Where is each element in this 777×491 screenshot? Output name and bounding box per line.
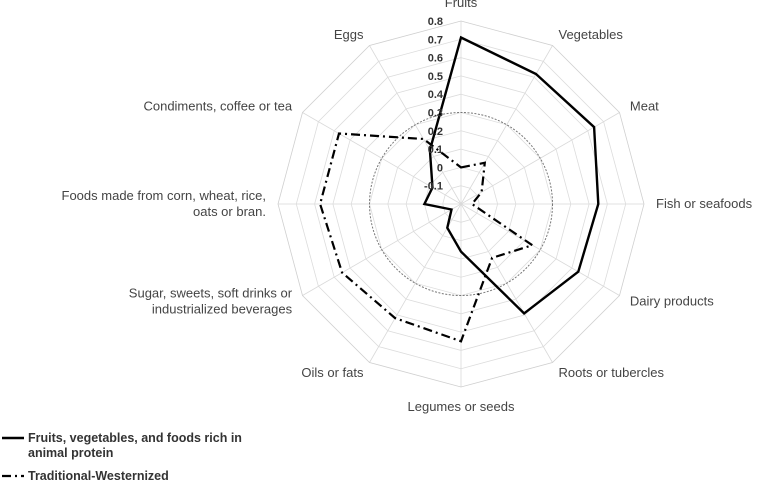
category-label: Roots or tubercles bbox=[559, 365, 665, 380]
grid-ring bbox=[314, 57, 608, 351]
grid-ring bbox=[350, 93, 572, 315]
category-label: Oils or fats bbox=[301, 365, 364, 380]
reference-circle bbox=[369, 112, 553, 296]
grid-ring bbox=[332, 75, 590, 333]
tick-label: 0.3 bbox=[428, 108, 443, 120]
grid-layer bbox=[277, 20, 645, 388]
category-label: Foods made from corn, wheat, rice,oats o… bbox=[62, 188, 266, 219]
grid-ring bbox=[277, 20, 645, 388]
grid-ring bbox=[405, 148, 517, 260]
tick-label: 0.7 bbox=[428, 34, 443, 46]
tick-label: 0.1 bbox=[428, 144, 443, 156]
category-label: Vegetables bbox=[559, 27, 624, 42]
grid-ring bbox=[387, 130, 535, 278]
tick-label: 0.4 bbox=[428, 89, 444, 101]
series-line-1 bbox=[422, 35, 600, 315]
grid-ring bbox=[423, 166, 499, 242]
category-label: Legumes or seeds bbox=[408, 399, 515, 414]
category-label: Meat bbox=[630, 99, 659, 114]
grid-ring bbox=[442, 185, 480, 223]
legend-label-2: Traditional-Westernized bbox=[28, 469, 169, 483]
tick-label: 0.8 bbox=[428, 16, 443, 28]
tick-label: 0.6 bbox=[428, 53, 443, 65]
tick-label-layer: -0.1 0 0.1 0.2 0.3 0.4 0.5 0.6 0.7 0.8 bbox=[424, 16, 444, 193]
category-label: Eggs bbox=[334, 27, 364, 42]
tick-label: 0 bbox=[437, 162, 443, 174]
grid-ring bbox=[295, 38, 627, 370]
tick-label: 0.2 bbox=[428, 126, 443, 138]
tick-label: 0.5 bbox=[428, 71, 443, 83]
category-label: Fish or seafoods bbox=[656, 196, 753, 211]
category-label: Fruits bbox=[445, 0, 478, 10]
series-layer bbox=[318, 35, 600, 343]
category-label: Condiments, coffee or tea bbox=[143, 99, 292, 114]
tick-label: -0.1 bbox=[424, 181, 443, 193]
category-label: Dairy products bbox=[630, 294, 714, 309]
series-line-2 bbox=[318, 132, 535, 343]
